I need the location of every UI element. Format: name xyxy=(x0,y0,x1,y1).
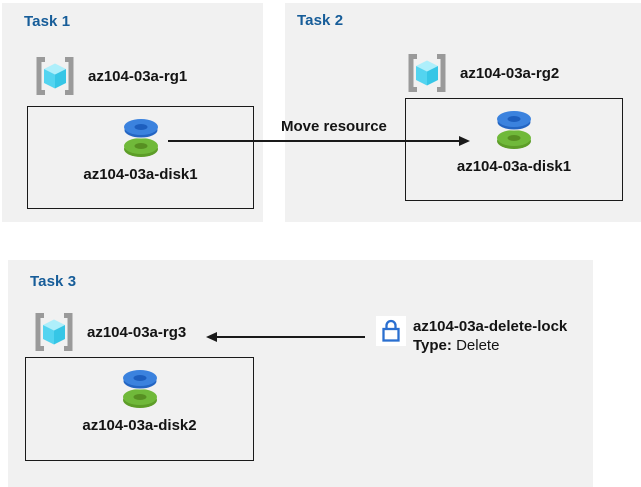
task3-panel: Task 3 az104-03a-rg3 xyxy=(8,260,593,487)
move-resource-label: Move resource xyxy=(281,118,387,135)
lock-name: az104-03a-delete-lock xyxy=(413,318,568,335)
lock-arrow-line xyxy=(216,336,365,338)
resource-group-icon xyxy=(32,312,76,352)
disk-icon xyxy=(490,108,538,152)
task2-panel: Task 2 az104-03a-rg2 xyxy=(285,3,641,222)
disk-name: az104-03a-disk1 xyxy=(83,166,198,183)
task1-resource-group: az104-03a-rg1 xyxy=(33,56,187,96)
task2-resource-box: az104-03a-disk1 xyxy=(405,98,623,201)
disk-icon xyxy=(117,116,165,160)
resource-group-name: az104-03a-rg3 xyxy=(87,323,187,341)
lock-icon xyxy=(376,316,406,346)
lock-arrow-head-icon xyxy=(206,332,217,342)
resource-group-name: az104-03a-rg1 xyxy=(88,67,188,85)
task2-title: Task 2 xyxy=(297,12,344,29)
lock-type-value: Delete xyxy=(456,337,500,354)
task2-resource-group: az104-03a-rg2 xyxy=(405,53,559,93)
lock-type: Type: Delete xyxy=(413,336,567,355)
task1-title: Task 1 xyxy=(24,13,71,30)
task1-panel: Task 1 az104-03a-rg1 xyxy=(2,3,263,222)
move-arrow-line xyxy=(168,140,460,142)
resource-group-icon xyxy=(33,56,77,96)
move-arrow-head-icon xyxy=(459,136,470,146)
resource-group-name: az104-03a-rg2 xyxy=(460,64,560,82)
disk-name: az104-03a-disk2 xyxy=(82,417,197,434)
task3-resource-group: az104-03a-rg3 xyxy=(32,312,186,352)
disk-icon xyxy=(116,367,164,411)
lock-type-label: Type: xyxy=(413,337,452,354)
resource-group-icon xyxy=(405,53,449,93)
disk-name: az104-03a-disk1 xyxy=(456,158,572,175)
lock-info: az104-03a-delete-lock Type: Delete xyxy=(413,317,567,355)
task3-title: Task 3 xyxy=(30,273,77,290)
task3-resource-box: az104-03a-disk2 xyxy=(25,357,254,461)
task1-resource-box: az104-03a-disk1 xyxy=(27,106,254,209)
